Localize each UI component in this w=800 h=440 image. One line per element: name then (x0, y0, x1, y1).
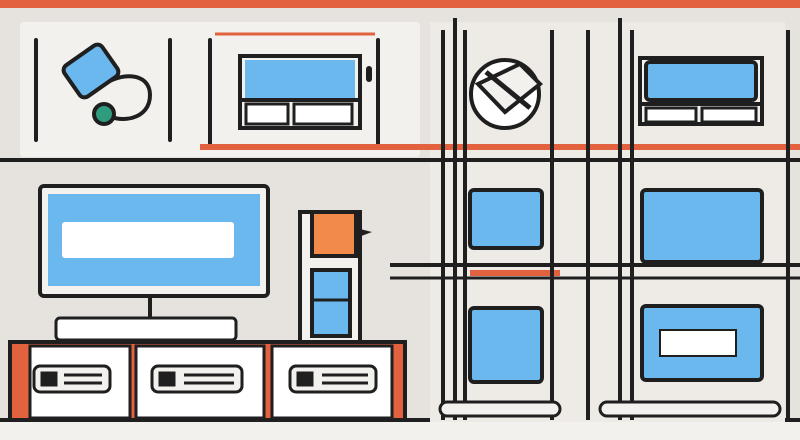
tablet-icon (61, 42, 153, 126)
desktop-monitor-icon (38, 184, 270, 342)
server-unit-icon (32, 364, 378, 394)
top-border (0, 0, 800, 8)
shelf-uprights (441, 18, 790, 420)
wall-monitor-icon (215, 32, 375, 130)
usb-stick-icon (298, 210, 372, 350)
floor-strip (0, 420, 800, 440)
satellite-dish-icon (469, 58, 543, 130)
rack-feet (438, 400, 782, 418)
rack-screen-icon (468, 56, 764, 384)
top-frame-lines (34, 38, 380, 147)
horizontal-rails (0, 144, 800, 280)
